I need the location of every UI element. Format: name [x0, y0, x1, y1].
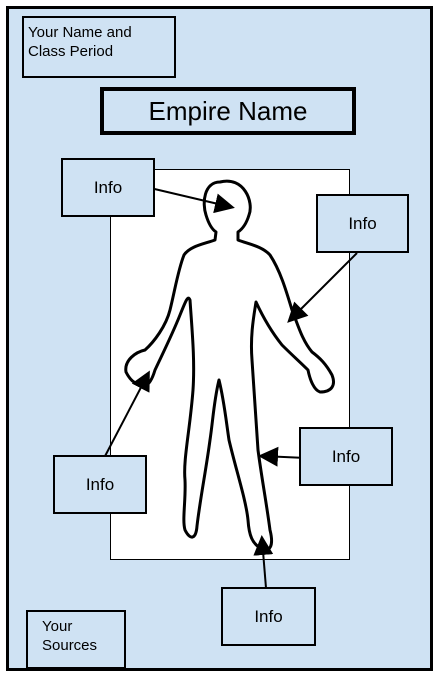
info-box-foot: Info [221, 587, 316, 646]
info-box-leg: Info [299, 427, 393, 486]
class-period-label: Class Period [28, 42, 174, 61]
sources-label-line1: Your [42, 617, 124, 636]
empire-name-box: Empire Name [100, 87, 356, 135]
name-label: Your Name and [28, 23, 174, 42]
sources-box: Your Sources [26, 610, 126, 669]
sources-label-line2: Sources [42, 636, 124, 655]
name-class-box: Your Name and Class Period [22, 16, 176, 78]
info-box-right-hand: Info [53, 455, 147, 514]
info-box-head: Info [61, 158, 155, 217]
info-box-left-arm: Info [316, 194, 409, 253]
